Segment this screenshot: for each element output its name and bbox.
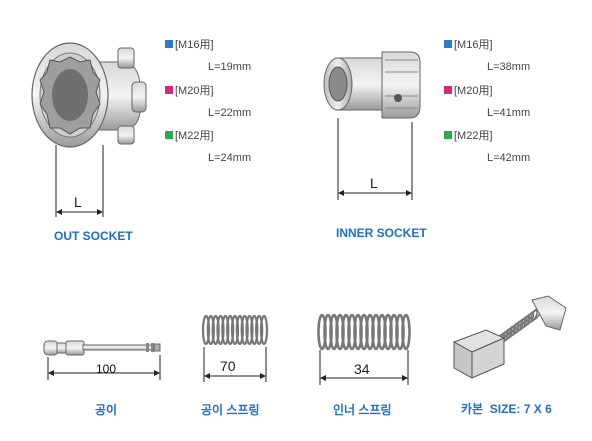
- firing-pin-caption: 공이: [95, 403, 118, 417]
- inner-spec-m20-label: [M20用]: [444, 82, 493, 98]
- inner-spec-m20-length: L=41mm: [487, 107, 531, 119]
- inner-spec-m22-label: [M22用]: [444, 127, 493, 143]
- inner-spec-m22-length: L=42mm: [487, 152, 531, 164]
- out-spec-m20-label: [M20用]: [165, 82, 214, 98]
- out-spec-m22-label: [M22用]: [165, 127, 214, 143]
- m16-color-swatch: [444, 40, 452, 48]
- out-spec-m16-label: [M16用]: [165, 36, 214, 52]
- pin-spring-caption: 공이 스프링: [201, 403, 260, 417]
- pin-spring-dimension: 70: [220, 358, 236, 374]
- out-spec-m20-text: [M20用]: [175, 85, 214, 97]
- inner-spec-m16-text: [M16用]: [454, 39, 493, 51]
- inner-spec-m20-text: [M20用]: [454, 85, 493, 97]
- m22-color-swatch: [165, 131, 173, 139]
- inner-spec-m22-text: [M22用]: [454, 130, 493, 142]
- out-spec-m22-text: [M22用]: [175, 130, 214, 142]
- carbon-brush-caption: 카본 SIZE: 7 X 6: [461, 402, 552, 416]
- inner-spec-m16-label: [M16用]: [444, 36, 493, 52]
- out-socket-drawing: [31, 42, 147, 217]
- pin-spring-drawing: [201, 314, 269, 346]
- m20-color-swatch: [165, 86, 173, 94]
- out-socket-dim-letter: L: [74, 194, 82, 210]
- inner-spring-caption: 인너 스프링: [333, 403, 392, 417]
- out-socket-caption: OUT SOCKET: [54, 229, 133, 243]
- m20-color-swatch: [444, 86, 452, 94]
- firing-pin-drawing: [43, 340, 161, 380]
- firing-pin-dimension: 100: [96, 362, 117, 376]
- m16-color-swatch: [165, 40, 173, 48]
- out-spec-m16-length: L=19mm: [208, 61, 252, 73]
- inner-spec-m16-length: L=38mm: [487, 61, 531, 73]
- inner-socket-dim-letter: L: [370, 175, 378, 191]
- inner-socket-drawing: [323, 51, 421, 200]
- out-spec-m22-length: L=24mm: [208, 152, 252, 164]
- m22-color-swatch: [444, 131, 452, 139]
- out-spec-m16-text: [M16用]: [175, 39, 214, 51]
- carbon-brush-drawing: [452, 295, 567, 379]
- inner-spring-drawing: [317, 313, 411, 351]
- inner-spring-dimension: 34: [354, 361, 370, 377]
- inner-socket-caption: INNER SOCKET: [336, 226, 427, 240]
- out-spec-m20-length: L=22mm: [208, 107, 252, 119]
